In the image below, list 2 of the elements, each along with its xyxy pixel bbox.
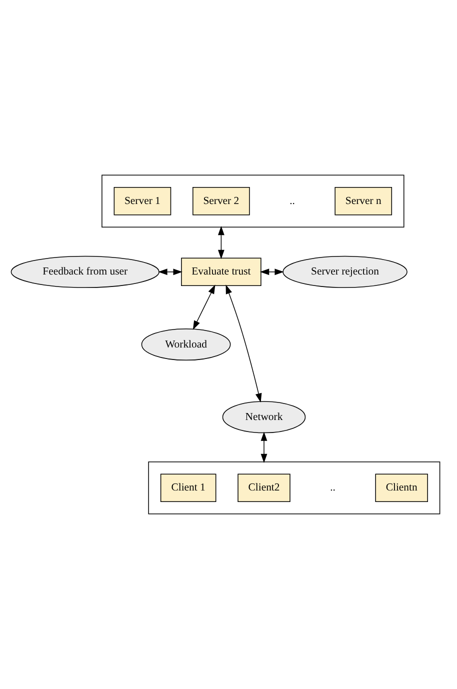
label: .. — [330, 482, 336, 494]
label: .. — [290, 194, 295, 207]
